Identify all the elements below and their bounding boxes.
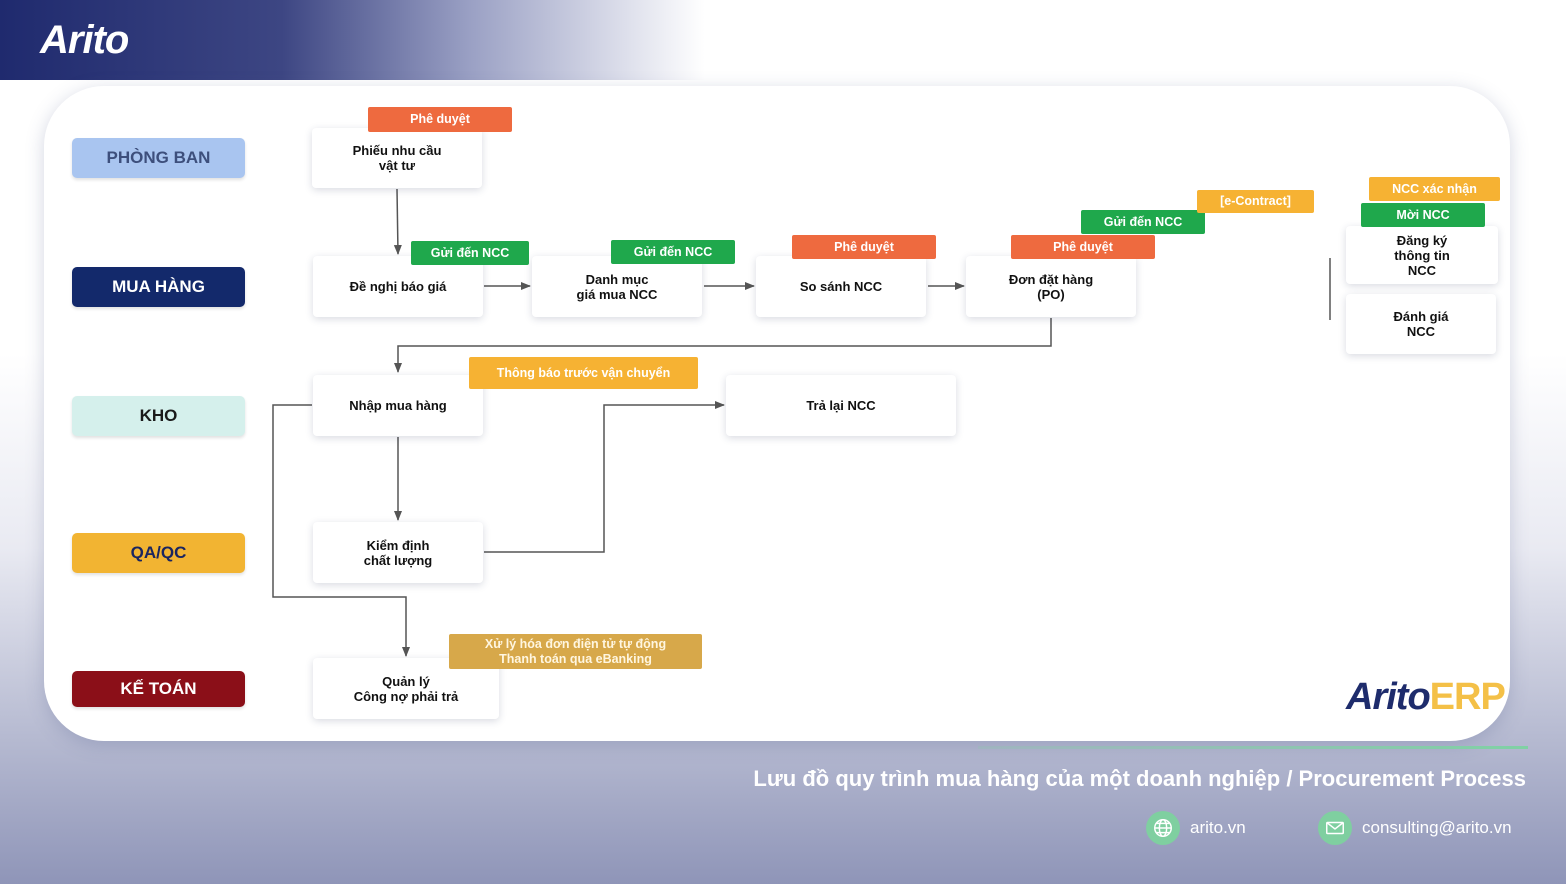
box-kiem-dinh: Kiểm định chất lượng (313, 522, 483, 583)
website-contact[interactable]: arito.vn (1146, 810, 1246, 846)
tag-e-contract: [e-Contract] (1197, 190, 1314, 213)
tag-gui-ncc-danhmuc: Gửi đến NCC (611, 240, 735, 264)
email-contact[interactable]: consulting@arito.vn (1318, 810, 1512, 846)
box-danh-gia-ncc: Đánh giá NCC (1346, 294, 1496, 354)
lane-qa-qc: QA/QC (72, 533, 245, 573)
arito-logo: Arito (40, 18, 129, 62)
globe-icon (1146, 811, 1180, 845)
lane-ke-toan: KẾ TOÁN (72, 671, 245, 707)
arito-erp-logo: AritoERP (1346, 676, 1506, 719)
box-don-dat-hang: Đơn đặt hàng (PO) (966, 256, 1136, 317)
box-de-nghi-bao-gia: Đề nghị báo giá (313, 256, 483, 317)
tag-gui-ncc-po: Gửi đến NCC (1081, 210, 1205, 234)
header-band (0, 0, 1566, 80)
mail-icon (1318, 811, 1352, 845)
tag-moi-ncc: Mời NCC (1361, 203, 1485, 227)
email-link[interactable]: consulting@arito.vn (1362, 818, 1512, 837)
website-link[interactable]: arito.vn (1190, 818, 1246, 837)
arrow-kiemdinh-to-tralai (484, 401, 725, 553)
arrow-phieu-to-denghi (393, 188, 402, 255)
box-tra-lai-ncc: Trả lại NCC (726, 375, 956, 436)
arrow-nhap-to-congno (272, 404, 410, 657)
tag-ncc-xac-nhan: NCC xác nhận (1369, 177, 1500, 201)
box-dang-ky-ncc: Đăng ký thông tin NCC (1346, 226, 1498, 284)
tag-phe-duyet-phieu: Phê duyệt (368, 107, 512, 132)
lane-phong-ban: PHÒNG BAN (72, 138, 245, 178)
box-danh-muc-gia: Danh mục giá mua NCC (532, 256, 702, 317)
box-so-sanh-ncc: So sánh NCC (756, 256, 926, 317)
lane-mua-hang: MUA HÀNG (72, 267, 245, 307)
erp-logo-suffix: ERP (1429, 676, 1506, 718)
tag-phe-duyet-po: Phê duyệt (1011, 235, 1155, 259)
diagram-caption: Lưu đồ quy trình mua hàng của một doanh … (753, 766, 1526, 791)
footer-divider (978, 746, 1528, 749)
box-nhap-mua-hang: Nhập mua hàng (313, 375, 483, 436)
erp-logo-main: Arito (1346, 676, 1431, 718)
arrow-dondathang-to-nhap (394, 318, 1052, 373)
lane-kho: KHO (72, 396, 245, 436)
tag-gui-ncc-denghi: Gửi đến NCC (411, 241, 529, 265)
tag-phe-duyet-sosanh: Phê duyệt (792, 235, 936, 259)
tag-thong-bao-van-chuyen: Thông báo trước vận chuyển (469, 357, 698, 389)
box-phieu-nhu-cau: Phiếu nhu cầu vật tư (312, 128, 482, 188)
tag-xu-ly-hoa-don: Xử lý hóa đơn điện tử tự động Thanh toán… (449, 634, 702, 669)
